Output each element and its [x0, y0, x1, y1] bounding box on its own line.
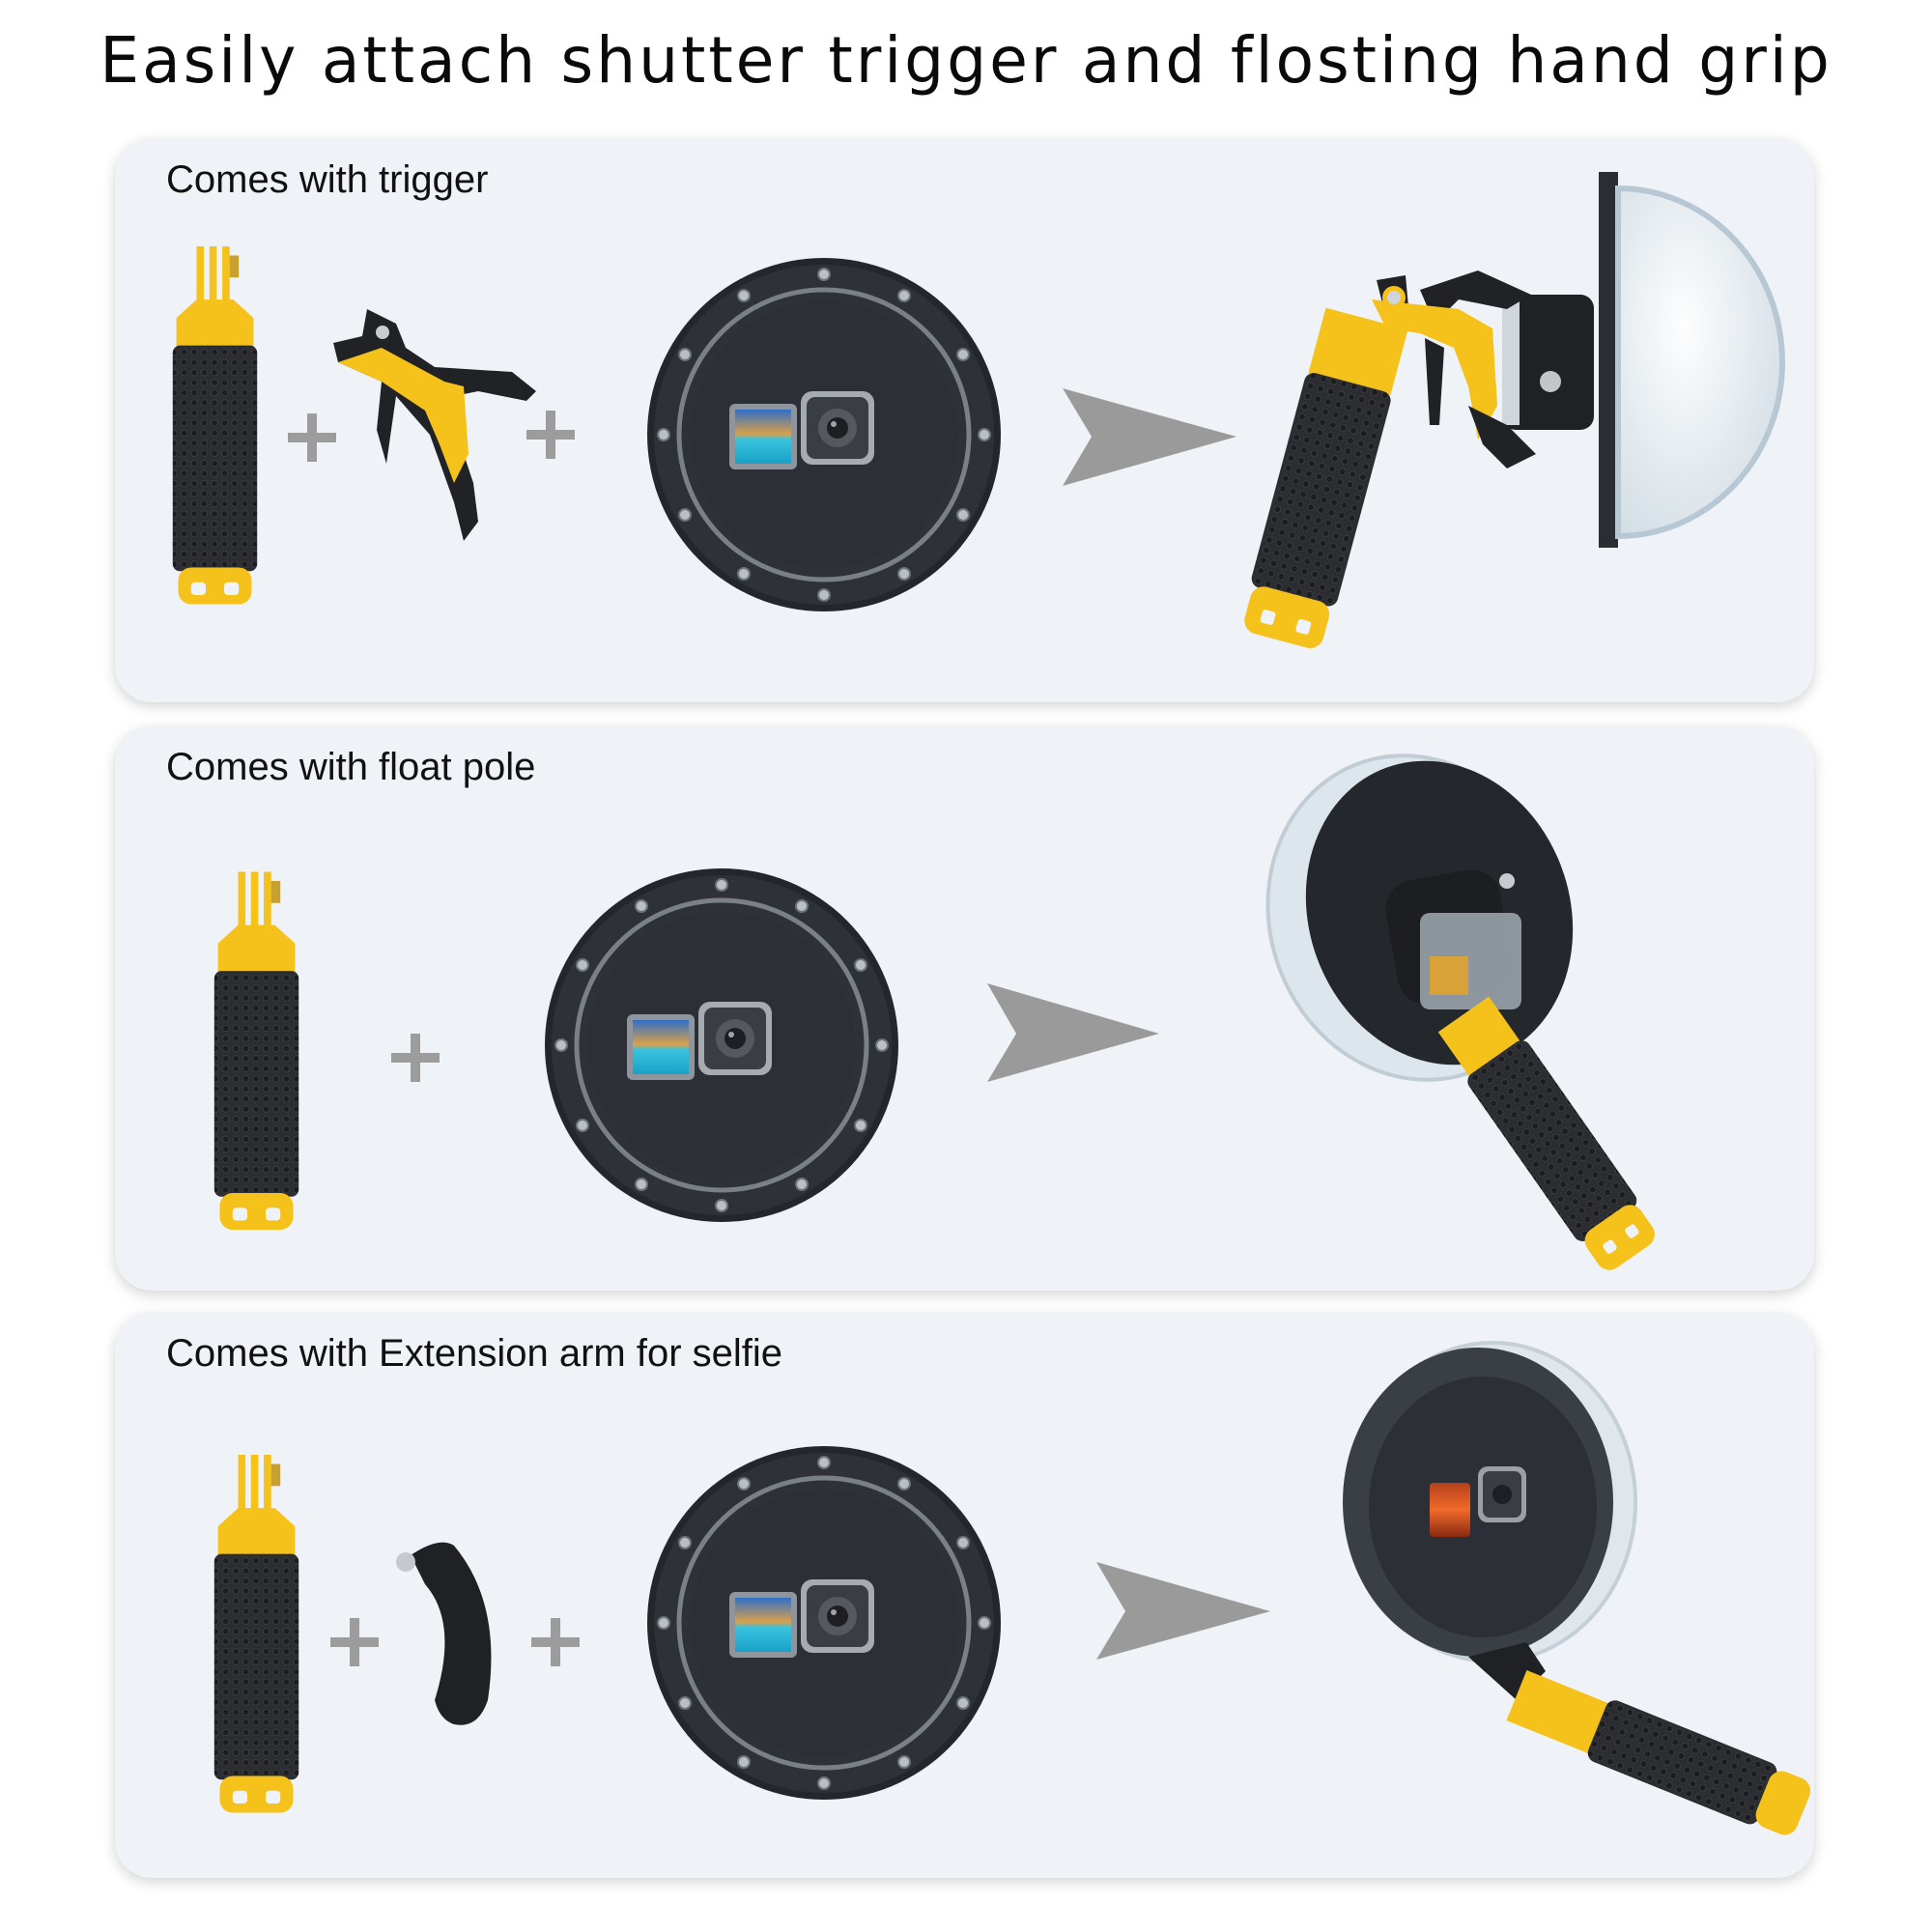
panel-label: Comes with Extension arm for selfie [166, 1332, 783, 1375]
plus-icon [391, 1034, 440, 1082]
panel-extension-arm-graphics [213, 1341, 1811, 1835]
page-title: Easily attach shutter trigger and flosti… [99, 23, 1833, 98]
dome-port-icon [545, 868, 898, 1222]
arrow-right-icon [1096, 1562, 1270, 1660]
arrow-right-icon [987, 983, 1159, 1082]
panel-float-pole: Comes with float pole [115, 726, 1814, 1291]
plus-icon [330, 1618, 379, 1666]
floating-grip-icon [172, 246, 258, 605]
panel-label: Comes with float pole [166, 746, 536, 788]
arrow-right-icon [1063, 388, 1236, 486]
floating-grip-icon [213, 1455, 299, 1813]
dome-port-icon [647, 258, 1001, 611]
plus-icon [288, 413, 336, 462]
floating-grip-icon [213, 871, 299, 1230]
shutter-trigger-icon [333, 309, 536, 541]
assembled-selfie-arm-dome-icon [1343, 1341, 1811, 1835]
extension-arm-icon [396, 1542, 492, 1725]
plus-icon [526, 411, 575, 459]
dome-port-icon [647, 1446, 1001, 1800]
panel-extension-arm: Comes with Extension arm for selfie [115, 1313, 1814, 1878]
assembled-trigger-dome-icon [1244, 172, 1785, 648]
panel-trigger-graphics [172, 172, 1785, 648]
panel-label: Comes with trigger [166, 158, 489, 201]
panel-float-pole-graphics [213, 753, 1655, 1270]
assembled-float-pole-dome-icon [1265, 753, 1655, 1270]
panel-trigger: Comes with trigger [115, 139, 1814, 702]
plus-icon [531, 1618, 580, 1666]
